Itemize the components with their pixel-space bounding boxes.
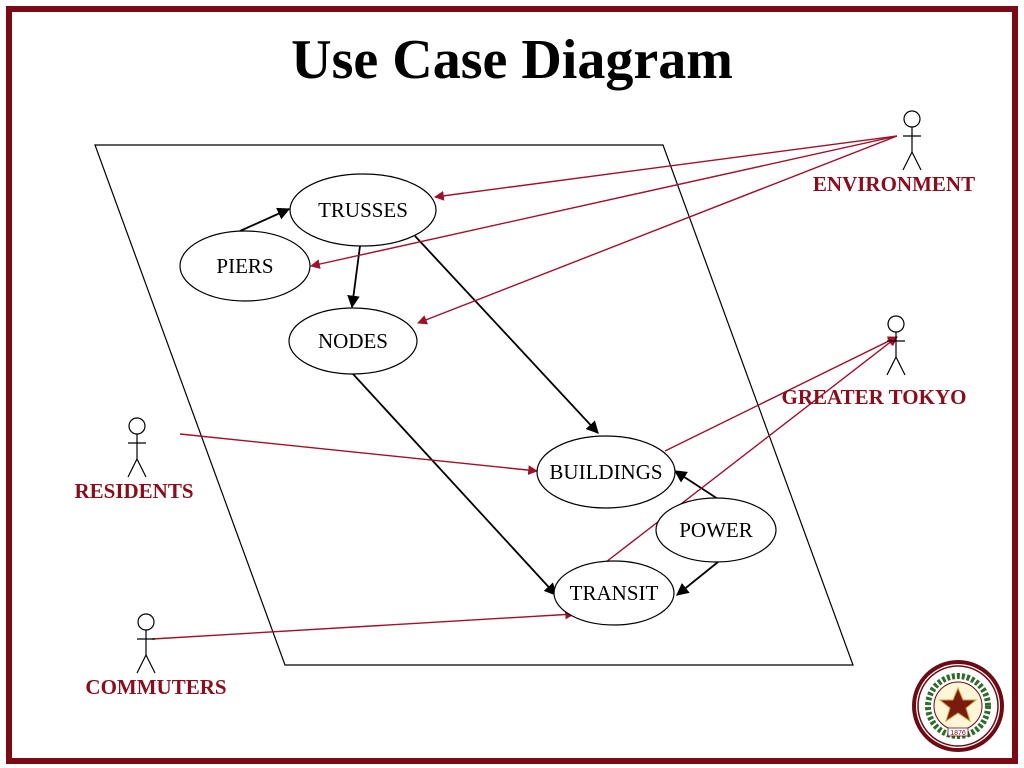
actor-environment: ENVIRONMENT <box>813 110 975 196</box>
relation-piers-to-trusses <box>239 207 291 232</box>
actor-label: ENVIRONMENT <box>813 172 975 196</box>
stick-figure-icon <box>127 417 147 478</box>
use-case-piers: PIERS <box>179 230 311 302</box>
actors-layer: ENVIRONMENT GREATER TOKYO RESIDENTS COMMUTE… <box>74 110 975 699</box>
relation-environment-to-piers <box>310 135 898 269</box>
use-case-ellipse <box>288 307 418 375</box>
relations-layer <box>151 135 898 640</box>
use-case-ellipse <box>655 497 777 563</box>
use-case-power: POWER <box>655 497 777 563</box>
use-case-label: TRUSSES <box>318 198 408 222</box>
relation-power-to-buildings <box>673 470 719 500</box>
seal-year: 1876 <box>950 730 966 737</box>
use-case-nodes: NODES <box>288 307 418 375</box>
relation-power-to-transit <box>676 561 719 596</box>
actor-residents: RESIDENTS <box>74 417 194 503</box>
use-cases-layer: TRUSSES PIERS NODES BUILDINGS POWER TRANSIT <box>179 173 777 626</box>
relation-trusses-to-nodes <box>347 245 361 309</box>
stick-figure-icon <box>136 613 156 674</box>
use-case-label: POWER <box>679 518 753 542</box>
actor-label: COMMUTERS <box>85 675 226 699</box>
use-case-label: NODES <box>318 329 388 353</box>
relation-transit-to-greater-tokyo <box>605 336 898 563</box>
system-boundary <box>94 144 854 666</box>
relation-trusses-to-buildings <box>414 235 599 434</box>
relation-residents-to-buildings <box>179 433 538 475</box>
actor-greater-tokyo: GREATER TOKYO <box>782 315 967 409</box>
use-case-ellipse <box>536 435 676 509</box>
use-case-label: TRANSIT <box>570 581 659 605</box>
use-case-buildings: BUILDINGS <box>536 435 676 509</box>
stick-figure-icon <box>902 110 922 171</box>
relation-environment-to-trusses <box>434 135 898 201</box>
use-case-transit: TRANSIT <box>553 560 675 626</box>
relation-commuters-to-transit <box>151 609 575 640</box>
use-case-label: BUILDINGS <box>549 460 662 484</box>
relation-environment-to-nodes <box>417 135 898 325</box>
actor-label: GREATER TOKYO <box>782 385 967 409</box>
slide-border <box>6 6 1018 764</box>
actor-commuters: COMMUTERS <box>85 613 227 699</box>
use-case-ellipse <box>289 173 437 247</box>
use-case-label: PIERS <box>216 254 273 278</box>
actor-label: RESIDENTS <box>74 479 193 503</box>
page-title: Use Case Diagram <box>291 29 733 91</box>
use-case-trusses: TRUSSES <box>289 173 437 247</box>
university-seal-icon: 1876 <box>912 660 1004 752</box>
relation-nodes-to-transit <box>352 373 557 596</box>
use-case-ellipse <box>553 560 675 626</box>
stick-figure-icon <box>886 315 906 376</box>
relation-buildings-to-greater-tokyo <box>664 336 898 452</box>
use-case-ellipse <box>179 230 311 302</box>
